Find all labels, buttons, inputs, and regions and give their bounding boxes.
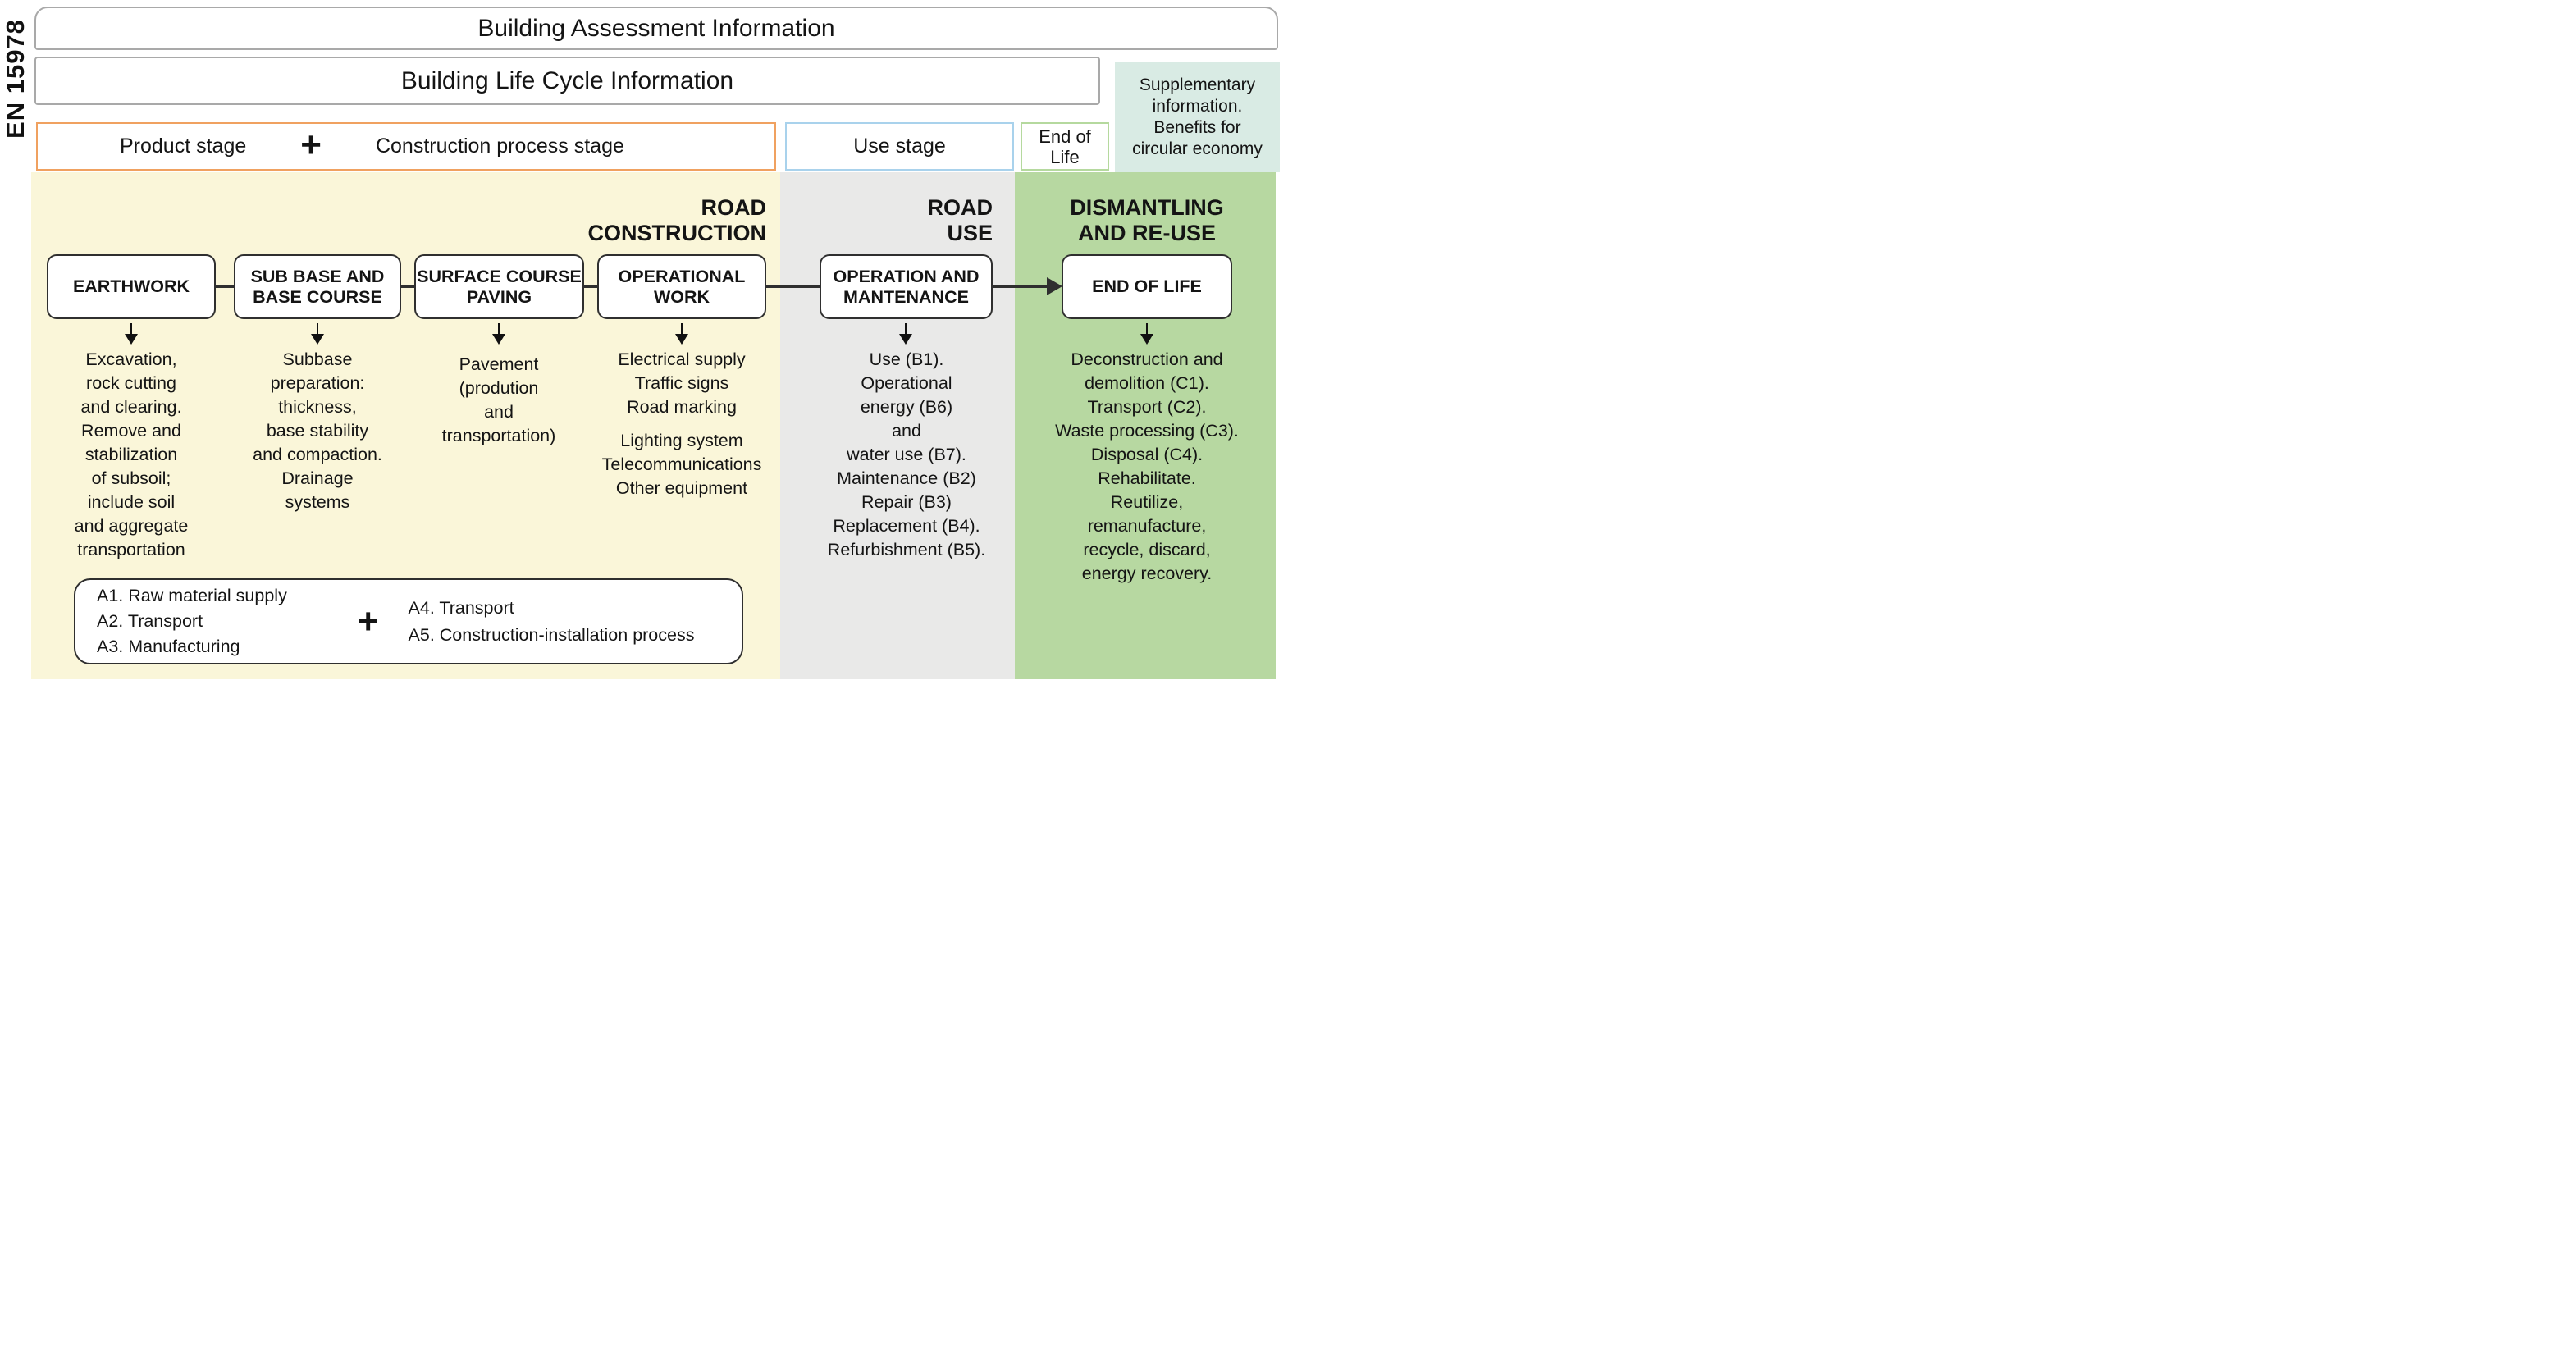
road-use-detail-text: Use (B1). Operational energy (B6) and wa… — [827, 349, 986, 559]
down-arrow-icon — [311, 323, 324, 345]
lifecycle-diagram: EN 15978 Building Assessment Information… — [0, 0, 1288, 685]
building-lifecycle-bar: Building Life Cycle Information — [34, 57, 1100, 105]
down-arrow-icon — [899, 323, 912, 345]
use-stage-box: Use stage — [785, 122, 1014, 171]
surface-course-box: SURFACE COURSE PAVING — [414, 254, 584, 319]
product-construction-stage-box: Product stage + Construction process sta… — [36, 122, 776, 171]
subbase-box: SUB BASE AND BASE COURSE — [234, 254, 401, 319]
surface-course-detail-text: Pavement (prodution and transportation) — [441, 354, 556, 445]
operational-work-detail-text: Electrical supply Traffic signs Road mar… — [573, 348, 790, 500]
building-assessment-bar: Building Assessment Information — [34, 7, 1278, 50]
plus-icon: + — [357, 601, 379, 642]
building-assessment-label: Building Assessment Information — [477, 14, 835, 42]
right-arrowhead-icon — [1047, 277, 1062, 295]
building-lifecycle-label: Building Life Cycle Information — [400, 66, 734, 94]
earthwork-box: EARTHWORK — [47, 254, 216, 319]
end-of-life-detail-text: Deconstruction and demolition (C1). Tran… — [1055, 349, 1239, 583]
subbase-detail-text: Subbase preparation: thickness, base sta… — [253, 349, 382, 512]
earthwork-detail-text: Excavation, rock cutting and clearing. R… — [74, 349, 189, 559]
connector-line — [765, 285, 821, 288]
connector-line — [991, 285, 1048, 288]
connector-line — [400, 285, 416, 288]
operational-work-box: OPERATIONAL WORK — [597, 254, 766, 319]
operational-work-detail-bottom: Lighting system Telecommunications Other… — [601, 431, 762, 498]
connector-line — [582, 285, 599, 288]
end-of-life-stage-box: End of Life — [1021, 122, 1109, 171]
use-stage-label: Use stage — [853, 135, 946, 158]
down-arrow-icon — [675, 323, 688, 345]
supplementary-info-box: Supplementary information. Benefits for … — [1115, 62, 1280, 172]
dismantling-header: DISMANTLING AND RE-USE — [1070, 195, 1224, 245]
operational-work-detail-top: Electrical supply Traffic signs Road mar… — [618, 349, 746, 417]
down-arrow-icon — [1140, 323, 1153, 345]
product-stage-label: Product stage — [120, 135, 247, 158]
connector-line — [214, 285, 235, 288]
a-modules-right-list: A4. Transport A5. Construction-installat… — [408, 597, 695, 645]
a-modules-left-list: A1. Raw material supply A2. Transport A3… — [97, 586, 287, 656]
road-construction-header: ROAD CONSTRUCTION — [587, 195, 767, 245]
construction-process-stage-label: Construction process stage — [375, 135, 624, 158]
road-use-header: ROAD USE — [927, 195, 993, 245]
down-arrow-icon — [125, 323, 138, 345]
standard-label: EN 15978 — [1, 19, 30, 139]
operation-maintenance-box: OPERATION AND MANTENANCE — [820, 254, 993, 319]
end-of-life-box: END OF LIFE — [1062, 254, 1232, 319]
a-modules-box: A1. Raw material supply A2. Transport A3… — [74, 578, 743, 664]
down-arrow-icon — [492, 323, 505, 345]
plus-icon: + — [300, 124, 322, 165]
